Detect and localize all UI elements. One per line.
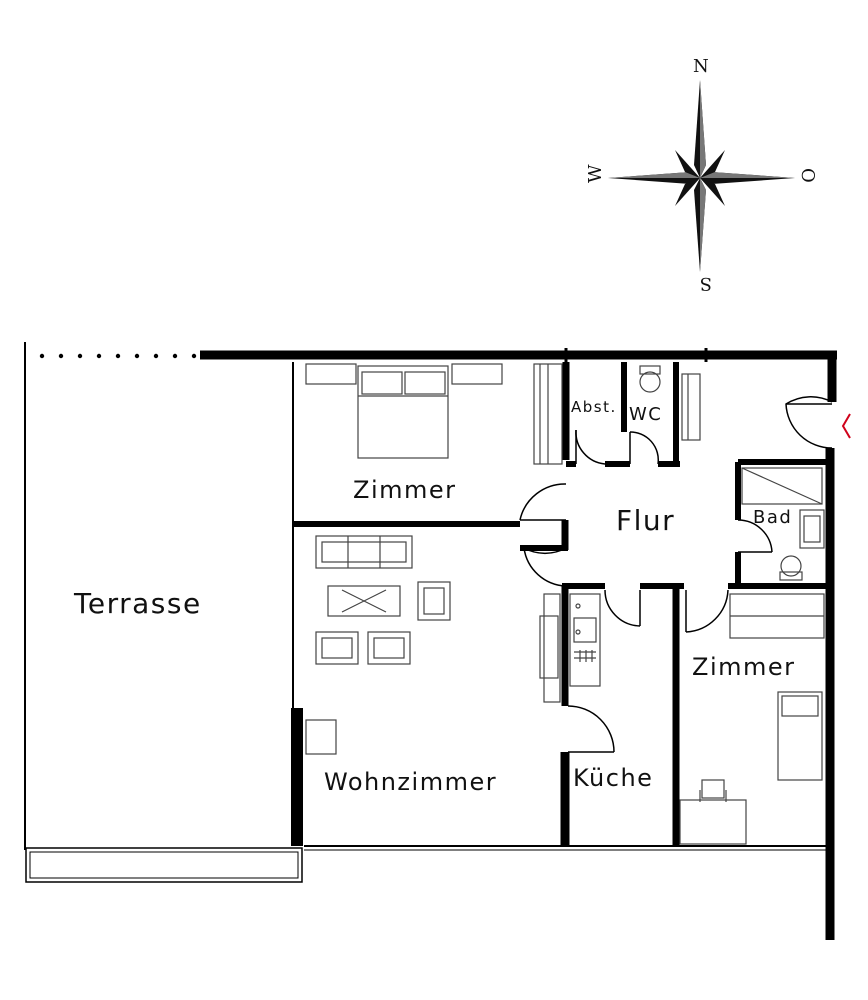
compass-south-label: S [700, 273, 712, 294]
sofa-icon [315, 535, 413, 569]
armchair-icon [367, 631, 411, 665]
wardrobe-icon [729, 593, 825, 639]
armchair-icon [417, 581, 451, 621]
armchair-icon [315, 631, 359, 665]
sink-icon [799, 509, 825, 549]
room-label-bath: Bad [753, 507, 792, 528]
compass-north-label: N [693, 56, 709, 77]
doors [519, 396, 833, 753]
terrace-planter [25, 847, 303, 883]
room-label-kitchen: Küche [573, 764, 653, 792]
double-bed-icon [357, 365, 449, 459]
chair-icon [699, 779, 727, 802]
kitchen-counter-icon [569, 593, 601, 687]
shower-icon [741, 467, 823, 505]
nightstand-icon [451, 363, 503, 385]
room-label-bedroom-right: Zimmer [692, 653, 796, 681]
room-label-bedroom-top: Zimmer [353, 476, 457, 504]
room-label-hallway: Flur [616, 504, 675, 537]
nightstand-icon [305, 363, 357, 385]
compass-rose: N S W O [585, 56, 818, 294]
compass-west-label: W [585, 164, 606, 183]
desk-icon [679, 799, 747, 845]
walls [200, 348, 837, 940]
terrace-area [24, 342, 303, 883]
entrance-marker-icon [841, 413, 851, 439]
coffee-table-icon [327, 585, 401, 617]
terrace-dotted-edge [39, 353, 197, 359]
toilet-icon [779, 555, 803, 581]
side-table-icon [305, 719, 337, 755]
room-label-terrace: Terrasse [73, 587, 202, 620]
room-label-storage: Abst. [571, 398, 617, 416]
single-bed-icon [777, 691, 823, 781]
room-label-wc: WC [629, 404, 662, 425]
compass-east-label: O [797, 168, 818, 183]
furniture [305, 363, 825, 845]
wardrobe-icon [533, 363, 563, 465]
tv-unit-icon [539, 593, 561, 703]
toilet-icon [639, 365, 661, 393]
room-label-living: Wohnzimmer [324, 768, 497, 796]
shelf-icon [681, 373, 701, 441]
